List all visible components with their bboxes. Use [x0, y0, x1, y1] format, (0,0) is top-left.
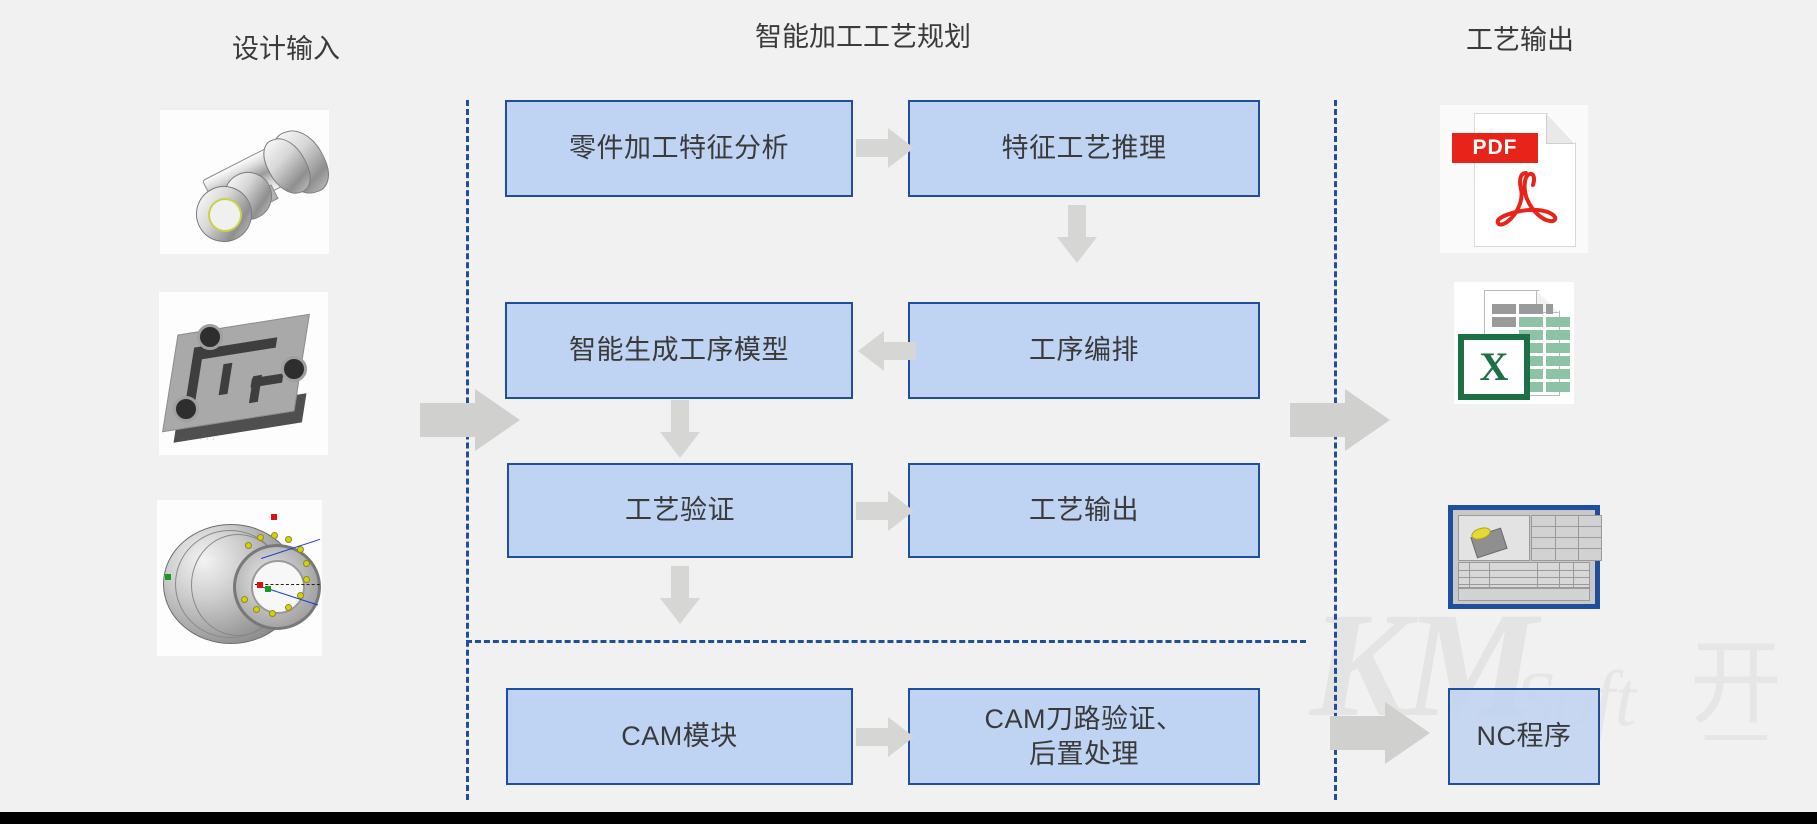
casing-marker-red-top	[271, 514, 277, 520]
excel-cell	[1546, 330, 1570, 340]
excel-header-cell	[1492, 317, 1516, 327]
column-title-output: 工艺输出	[1466, 25, 1574, 55]
output-excel-icon: X	[1454, 282, 1574, 404]
casing-bolt	[303, 560, 310, 567]
arrow-verification-to-output	[856, 491, 914, 531]
process-box-process-output[interactable]: 工艺输出	[908, 463, 1260, 558]
casing-axis-line	[255, 584, 322, 585]
design-input-thumbnail-shaft	[160, 110, 329, 254]
mold-boss-2	[281, 356, 307, 382]
casing-bolt	[253, 606, 260, 613]
excel-cell	[1546, 382, 1570, 392]
process-sheet-body	[1453, 510, 1602, 604]
pdf-acrobat-swoosh	[1495, 171, 1558, 227]
process-box-verification[interactable]: 工艺验证	[507, 463, 853, 558]
process-box-generate-model[interactable]: 智能生成工序模型	[505, 302, 853, 399]
casing-origin-marker-red	[257, 582, 263, 588]
design-input-thumbnail-mold: · · · · · ·	[159, 292, 328, 455]
arrow-generate-model-to-verification	[660, 400, 700, 458]
excel-header-cell	[1519, 304, 1543, 314]
big-arrow-design-to-planning	[420, 389, 520, 451]
arrow-cam-to-cam-path	[856, 717, 914, 757]
arrow-verification-to-cam	[660, 566, 700, 624]
bottom-black-bar	[0, 812, 1817, 824]
excel-cell	[1519, 356, 1543, 366]
casing-bolt	[257, 534, 264, 541]
arrow-reasoning-to-sequencing	[1057, 205, 1097, 263]
casing-bolt	[297, 546, 304, 553]
excel-cell	[1546, 343, 1570, 353]
casing-bolt	[271, 532, 278, 539]
big-arrow-planning-to-output	[1290, 389, 1390, 451]
watermark-cn-text: 开目	[1690, 633, 1785, 740]
excel-header-cell	[1492, 304, 1516, 314]
divider-dashed-right	[1334, 100, 1337, 800]
casing-origin-marker-green	[265, 586, 271, 592]
excel-x-logo: X	[1458, 334, 1530, 400]
excel-cell	[1519, 382, 1543, 392]
excel-cell	[1519, 330, 1543, 340]
casing-bolt	[245, 542, 252, 549]
process-box-cam-module[interactable]: CAM模块	[506, 688, 853, 785]
process-box-feature-analysis[interactable]: 零件加工特征分析	[505, 100, 853, 197]
mold-boss-1	[197, 324, 223, 350]
mold-caption-text: · · · · · ·	[181, 436, 216, 443]
process-box-cam-path-verify[interactable]: CAM刀路验证、 后置处理	[908, 688, 1260, 785]
process-sheet-table	[1458, 562, 1590, 592]
process-sheet-footer	[1458, 588, 1590, 601]
casing-bolt	[303, 576, 310, 583]
process-box-sequencing[interactable]: 工序编排	[908, 302, 1260, 399]
cam-path-line-2: 后置处理	[1029, 738, 1139, 769]
casing-bolt	[285, 604, 292, 611]
excel-cell	[1546, 369, 1570, 379]
divider-dashed-left	[466, 100, 469, 800]
column-title-planning: 智能加工工艺规划	[755, 22, 971, 52]
process-box-nc-program[interactable]: NC程序	[1448, 688, 1600, 785]
divider-dashed-horizontal	[466, 640, 1306, 643]
casing-bolt	[269, 610, 276, 617]
column-title-design-input: 设计输入	[232, 34, 340, 64]
casing-bolt	[285, 536, 292, 543]
excel-cell	[1519, 369, 1543, 379]
design-input-thumbnail-casing	[157, 500, 322, 656]
big-arrow-cam-to-nc	[1330, 702, 1430, 764]
casing-bolt	[241, 596, 248, 603]
process-sheet-preview-pane	[1458, 515, 1530, 561]
excel-cell	[1546, 356, 1570, 366]
casing-inner-flange	[233, 544, 321, 630]
casing-marker-green-left	[165, 574, 171, 580]
arrow-sequencing-to-generate-model	[858, 331, 916, 371]
casing-bolt	[297, 592, 304, 599]
mold-boss-3	[173, 396, 199, 422]
output-pdf-icon: PDF	[1440, 105, 1588, 253]
arrow-feature-to-reasoning	[856, 128, 914, 168]
pdf-label-band: PDF	[1452, 133, 1538, 163]
excel-header-cell	[1546, 304, 1553, 314]
process-sheet-title-block	[1531, 515, 1602, 561]
cam-path-line-1: CAM刀路验证、	[984, 703, 1184, 734]
output-process-sheet-icon	[1448, 505, 1602, 609]
excel-cell	[1519, 317, 1543, 327]
excel-cell	[1546, 317, 1570, 327]
excel-cell	[1519, 343, 1543, 353]
process-box-feature-reasoning[interactable]: 特征工艺推理	[908, 100, 1260, 197]
